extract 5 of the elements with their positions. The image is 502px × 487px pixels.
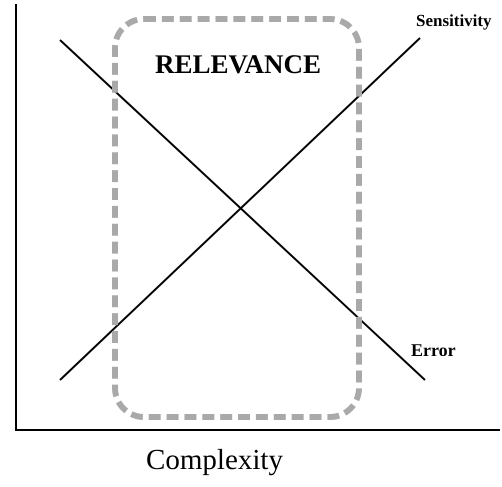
line-label: Error xyxy=(411,339,456,362)
line-label: Sensitivity xyxy=(416,10,492,32)
axis-label: Complexity xyxy=(146,443,283,478)
region-title: RELEVANCE xyxy=(154,48,322,81)
dashed-region xyxy=(112,16,362,420)
